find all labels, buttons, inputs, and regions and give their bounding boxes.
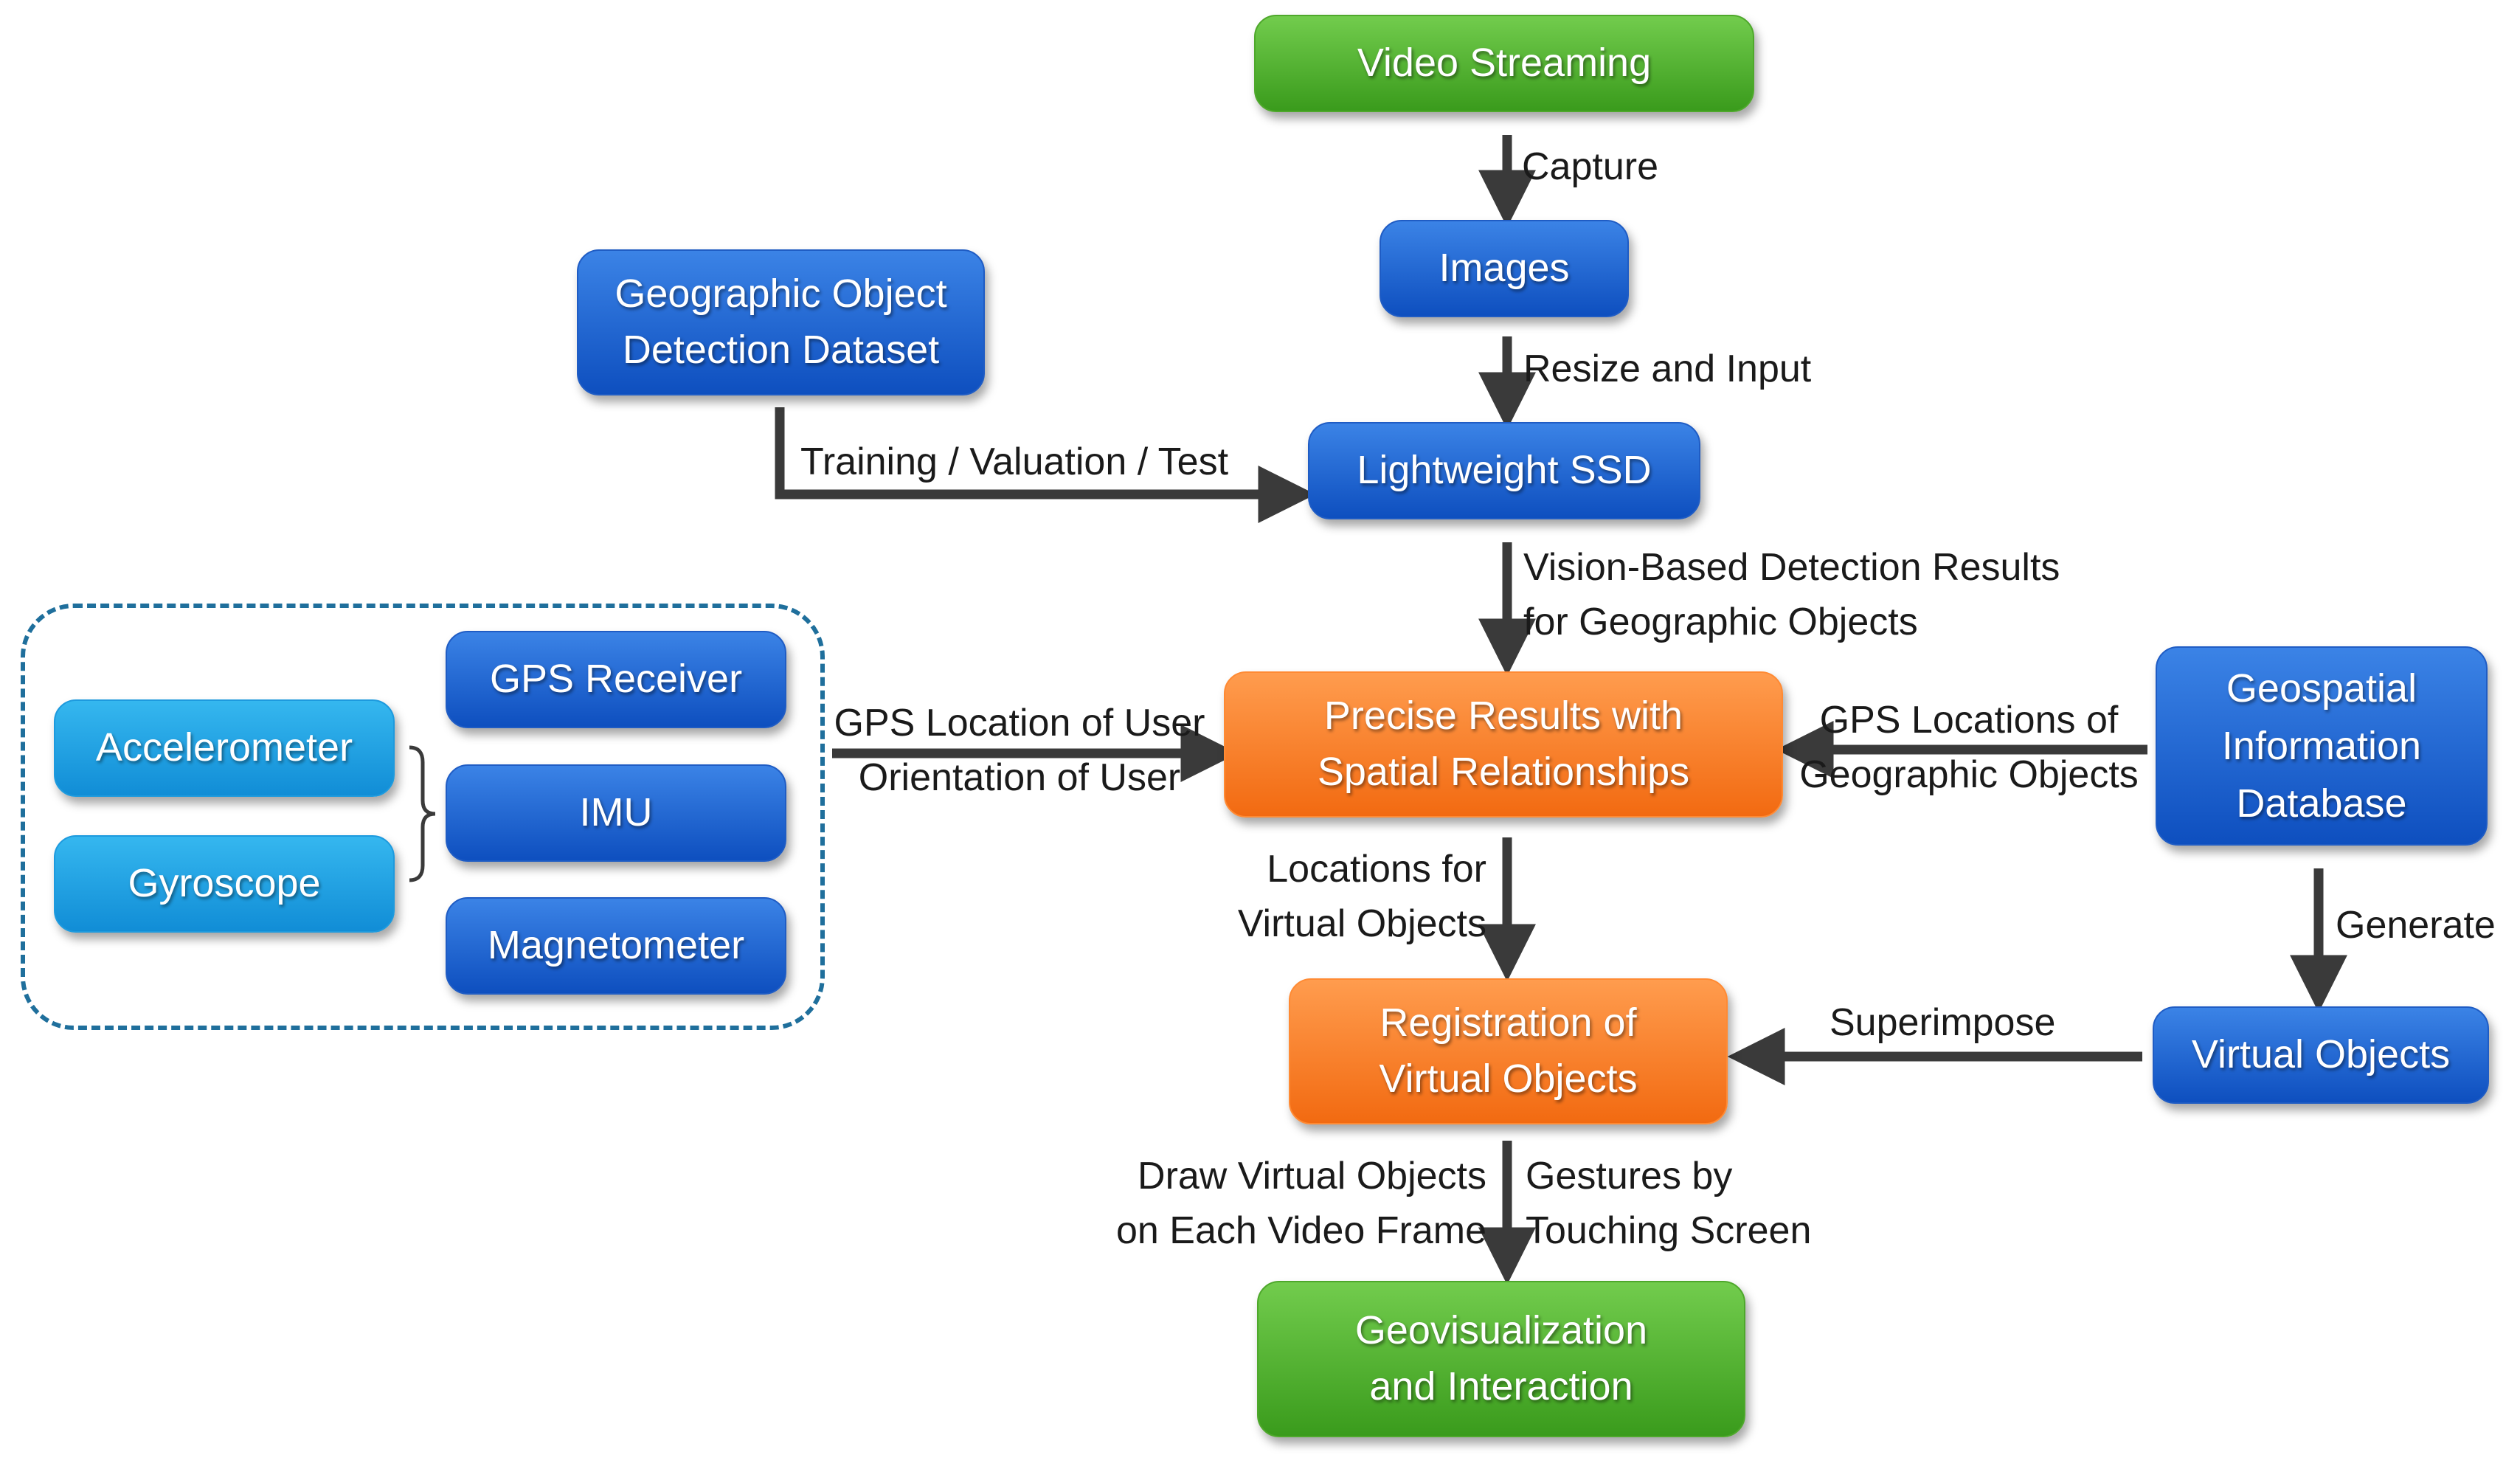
locations-virtual-line-2: Virtual Objects [1237,902,1486,945]
gps-receiver-label: GPS Receiver [489,657,743,702]
registration-node: Registration of Virtual Objects [1289,978,1728,1124]
arrow-training [775,407,1316,523]
geo-dataset-line-1: Geographic Object [615,272,947,317]
geovisualization-line-1: Geovisualization [1354,1308,1648,1353]
training-label: Training / Valuation / Test [800,440,1229,483]
precise-results-node: Precise Results with Spatial Relationshi… [1224,671,1783,818]
vision-results-label: Vision-Based Detection Results for Geogr… [1523,541,2060,650]
virtual-objects-label: Virtual Objects [2191,1032,2451,1077]
vision-results-line-2: for Geographic Objects [1523,600,1918,643]
gestures-label: Gestures by Touching Screen [1526,1150,1811,1259]
locations-virtual-label: Locations for Virtual Objects [1180,843,1486,952]
geovisualization-node: Geovisualization and Interaction [1257,1281,1745,1437]
virtual-objects-node: Virtual Objects [2153,1006,2489,1104]
gyroscope-label: Gyroscope [128,861,321,906]
sensor-group [21,604,825,1030]
gps-user-line-2: Orientation of User [858,756,1181,799]
images-label: Images [1439,246,1570,291]
geovisualization-line-2: and Interaction [1369,1364,1633,1408]
capture-label: Capture [1522,145,1658,188]
draw-virtual-line-1: Draw Virtual Objects [1138,1155,1486,1197]
gyroscope-node: Gyroscope [54,835,395,933]
sensor-bracket [409,745,436,882]
draw-virtual-label: Draw Virtual Objects on Each Video Frame [1107,1150,1486,1259]
geospatial-db-node: Geospatial Information Database [2156,646,2488,846]
generate-label: Generate [2336,904,2496,947]
superimpose-label: Superimpose [1830,1001,2056,1044]
lightweight-ssd-node: Lightweight SSD [1308,422,1700,519]
magnetometer-node: Magnetometer [446,897,786,995]
imu-node: IMU [446,764,786,862]
accelerometer-label: Accelerometer [95,725,353,770]
gps-user-label: GPS Location of User Orientation of User [831,697,1208,806]
gps-geo-line-1: GPS Locations of [1819,699,2119,742]
draw-virtual-line-2: on Each Video Frame [1116,1209,1486,1252]
geospatial-db-line-3: Database [2236,781,2407,826]
imu-label: IMU [579,790,653,835]
video-streaming-label: Video Streaming [1357,41,1652,86]
precise-results-line-1: Precise Results with [1323,694,1683,739]
vision-results-line-1: Vision-Based Detection Results [1523,546,2060,589]
gps-geo-line-2: Geographic Objects [1799,753,2139,796]
geospatial-db-line-2: Information [2221,723,2422,768]
registration-line-2: Virtual Objects [1379,1057,1638,1101]
resize-input-label: Resize and Input [1523,348,1812,390]
locations-virtual-line-1: Locations for [1267,848,1486,891]
magnetometer-label: Magnetometer [487,923,745,968]
gps-user-line-1: GPS Location of User [834,702,1205,744]
geo-dataset-line-2: Detection Dataset [622,328,940,372]
gps-receiver-node: GPS Receiver [446,631,786,728]
video-streaming-node: Video Streaming [1254,15,1754,112]
accelerometer-node: Accelerometer [54,699,395,797]
gestures-line-1: Gestures by [1526,1155,1733,1197]
gps-geo-label: GPS Locations of Geographic Objects [1796,694,2142,803]
gestures-line-2: Touching Screen [1526,1209,1812,1252]
registration-line-1: Registration of [1380,1000,1637,1045]
images-node: Images [1380,220,1629,317]
geo-dataset-node: Geographic Object Detection Dataset [577,249,985,395]
precise-results-line-2: Spatial Relationships [1317,750,1690,794]
geospatial-db-line-1: Geospatial [2226,666,2417,711]
lightweight-ssd-label: Lightweight SSD [1357,448,1652,493]
